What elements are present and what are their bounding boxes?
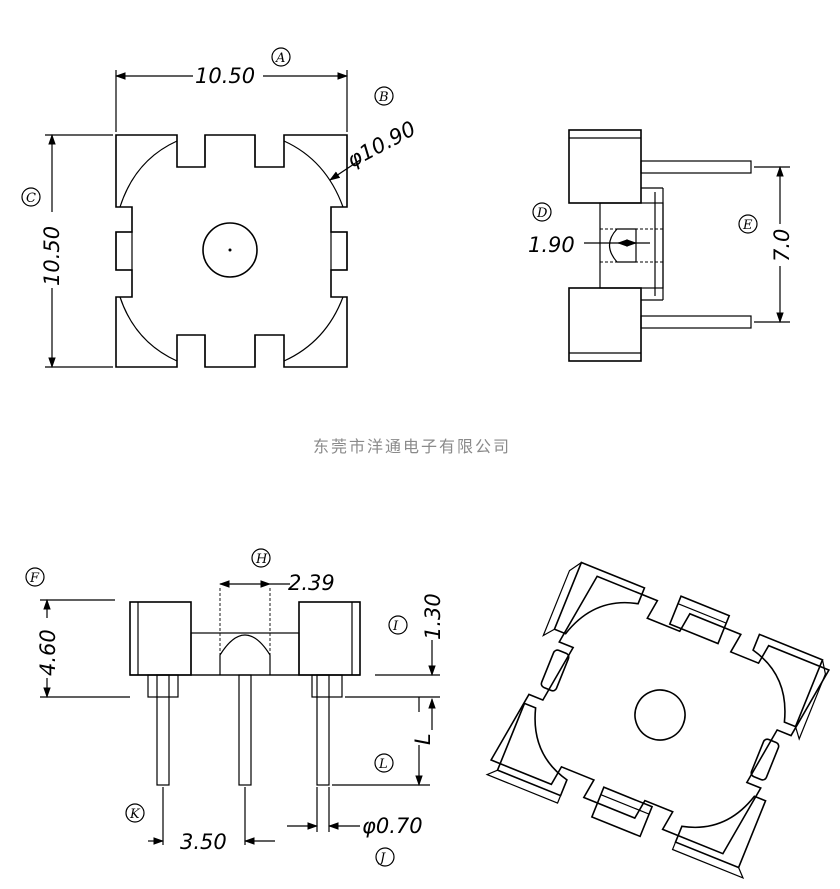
label-a: A xyxy=(275,51,285,66)
label-d: D xyxy=(536,206,548,221)
top-view: 10.50 A φ10.90 B 10.50 C xyxy=(21,47,420,369)
pin-pitch-dimension: 3.50 xyxy=(180,830,227,854)
label-l: L xyxy=(378,757,388,772)
label-i: I xyxy=(392,619,399,634)
label-k: K xyxy=(129,807,141,822)
top-view-outline xyxy=(115,134,348,368)
label-c: C xyxy=(26,191,36,206)
total-height-dimension: 4.60 xyxy=(36,629,60,676)
pin-diameter-dimension: φ0.70 xyxy=(362,814,423,838)
notch-depth-dimension: 1.30 xyxy=(421,593,445,640)
iso-center-hole xyxy=(634,689,686,741)
isometric-view xyxy=(485,561,831,880)
label-e: E xyxy=(742,218,753,233)
height-dimension: 10.50 xyxy=(40,226,64,286)
pin-length-dimension: L xyxy=(411,733,435,745)
pin-span-dimension: 7.0 xyxy=(770,229,794,262)
width-dimension: 10.50 xyxy=(195,64,255,88)
label-b: B xyxy=(378,90,389,105)
center-hole xyxy=(202,222,258,278)
side-view: 1.90 D 7.0 E xyxy=(528,129,794,362)
front-view: 4.60 F 2.39 H 1.30 I L L 3.50 K xyxy=(25,548,445,867)
label-h: H xyxy=(255,552,268,567)
label-j: J xyxy=(377,851,386,866)
company-name: 东莞市洋通电子有限公司 xyxy=(313,437,511,456)
slot-dimension: 1.90 xyxy=(528,233,575,257)
diameter-dimension: φ10.90 xyxy=(343,116,420,172)
notch-width-dimension: 2.39 xyxy=(288,571,335,595)
label-f: F xyxy=(29,571,40,586)
